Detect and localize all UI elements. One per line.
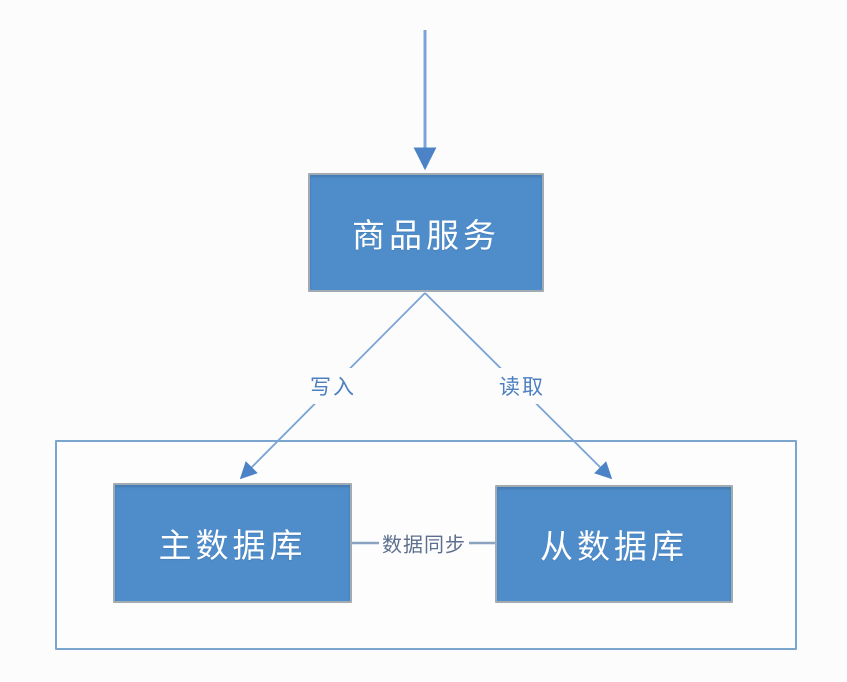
node-slave-db-label: 从数据库 <box>540 528 688 565</box>
node-slave-db: 从数据库 <box>495 485 733 603</box>
node-master-db: 主数据库 <box>113 483 352 603</box>
read-edge-label: 读取 <box>493 368 551 404</box>
node-product-service-label: 商品服务 <box>352 216 500 254</box>
write-edge-label: 写入 <box>304 368 362 404</box>
node-master-db-label: 主数据库 <box>158 527 307 564</box>
sync-edge-label: 数据同步 <box>379 525 469 561</box>
node-product-service: 商品服务 <box>308 173 544 292</box>
